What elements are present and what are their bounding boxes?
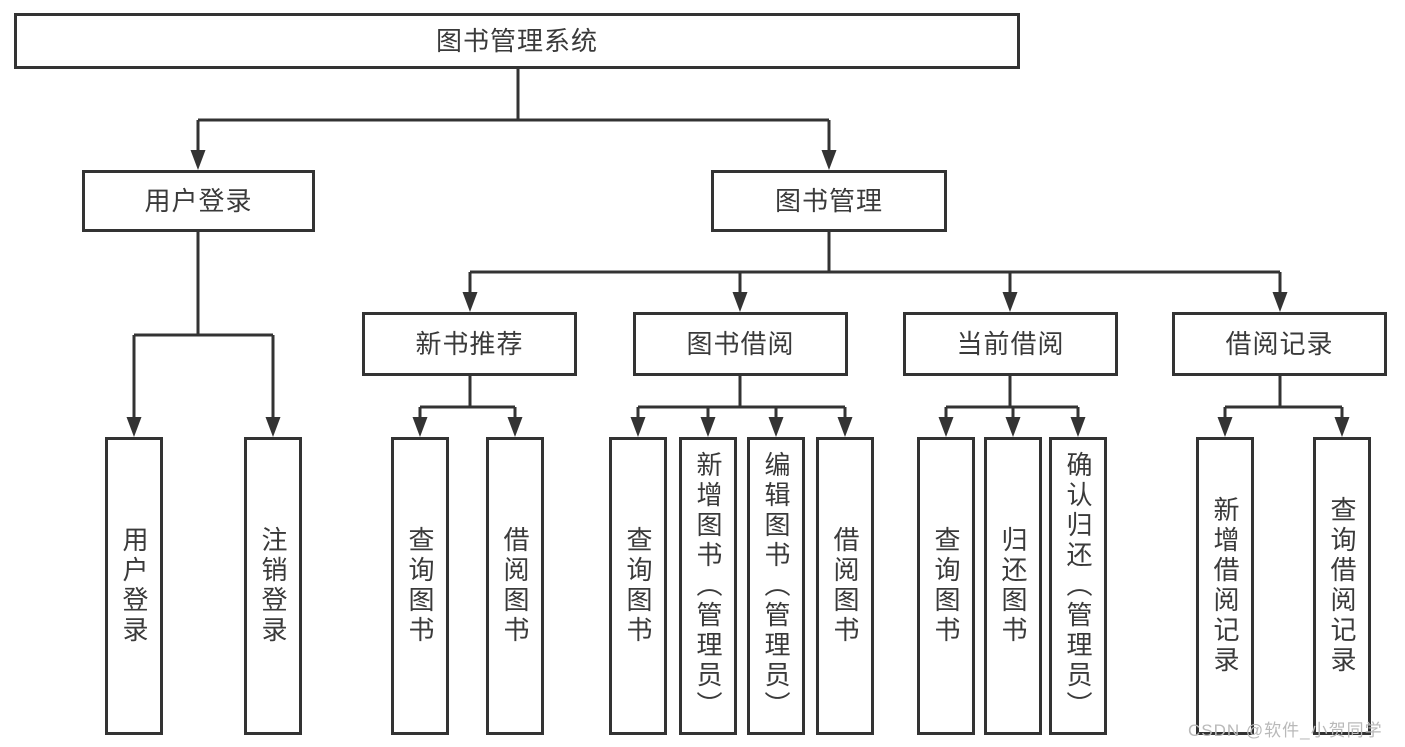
node-leaf-query-books-current: 查询图书 <box>917 437 975 735</box>
node-label: 借阅记录 <box>1225 329 1334 359</box>
node-module-new-book-recommend: 新书推荐 <box>362 312 577 376</box>
node-label: 用户登录 <box>119 526 149 646</box>
node-module-borrow-records: 借阅记录 <box>1172 312 1387 376</box>
node-label: 查询图书 <box>623 526 653 646</box>
node-label: 查询图书 <box>931 526 961 646</box>
watermark: CSDN @软件_小贺同学 <box>1188 721 1383 740</box>
node-branch-user-login: 用户登录 <box>82 170 315 232</box>
node-label: 图书管理 <box>774 186 883 216</box>
node-label: 归还图书 <box>998 526 1028 646</box>
node-module-current-borrowing: 当前借阅 <box>903 312 1118 376</box>
node-module-book-borrowing: 图书借阅 <box>633 312 848 376</box>
node-label: 新增借阅记录 <box>1210 496 1240 676</box>
node-label: 查询借阅记录 <box>1327 496 1357 676</box>
node-label: 新书推荐 <box>415 329 524 359</box>
node-leaf-edit-book-admin: 编辑图书（管理员） <box>747 437 805 735</box>
node-label: 图书借阅 <box>686 329 795 359</box>
node-label: 确认归还（管理员） <box>1063 451 1093 721</box>
node-label: 借阅图书 <box>830 526 860 646</box>
node-root-library-management-system: 图书管理系统 <box>14 13 1020 69</box>
node-label: 编辑图书（管理员） <box>761 451 791 721</box>
node-label: 借阅图书 <box>500 526 530 646</box>
node-leaf-logout: 注销登录 <box>244 437 302 735</box>
node-leaf-borrow-books-recommend: 借阅图书 <box>486 437 544 735</box>
node-label: 当前借阅 <box>956 329 1065 359</box>
node-label: 注销登录 <box>258 526 288 646</box>
node-leaf-confirm-return-admin: 确认归还（管理员） <box>1049 437 1107 735</box>
node-leaf-add-borrow-record: 新增借阅记录 <box>1196 437 1254 735</box>
node-label: 新增图书（管理员） <box>693 451 723 721</box>
node-label: 查询图书 <box>405 526 435 646</box>
node-leaf-query-books-recommend: 查询图书 <box>391 437 449 735</box>
node-label: 用户登录 <box>144 186 253 216</box>
node-leaf-user-login: 用户登录 <box>105 437 163 735</box>
node-leaf-borrow-books-borrowing: 借阅图书 <box>816 437 874 735</box>
node-leaf-return-books: 归还图书 <box>984 437 1042 735</box>
node-leaf-query-books-borrowing: 查询图书 <box>609 437 667 735</box>
node-label: 图书管理系统 <box>435 26 598 56</box>
node-leaf-query-borrow-record: 查询借阅记录 <box>1313 437 1371 735</box>
node-branch-book-management: 图书管理 <box>711 170 947 232</box>
node-leaf-add-book-admin: 新增图书（管理员） <box>679 437 737 735</box>
